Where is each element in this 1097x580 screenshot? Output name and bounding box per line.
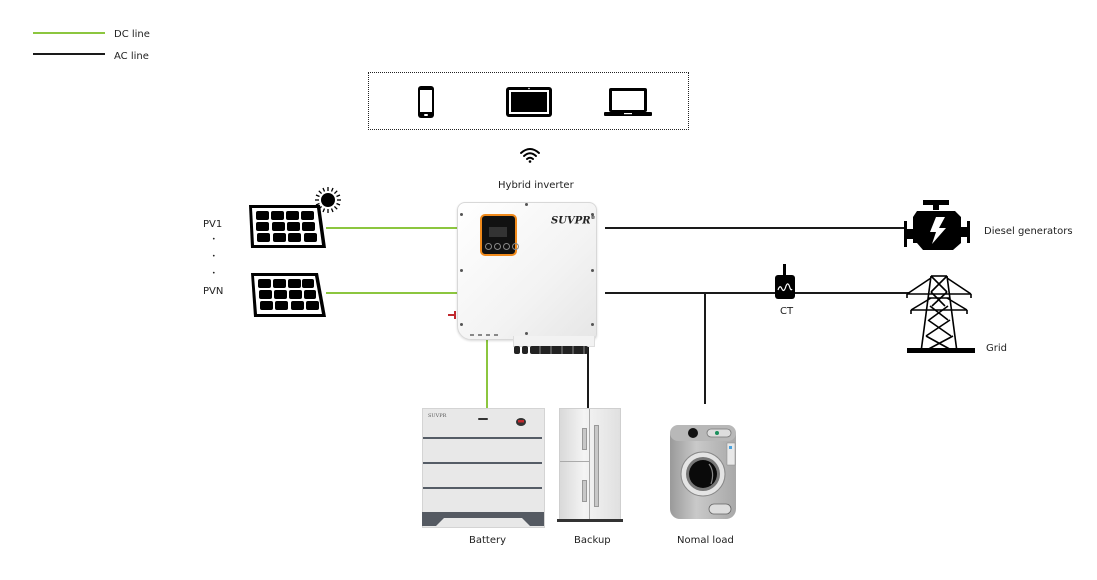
grid-tower-icon [906, 275, 975, 353]
battery-handle [478, 418, 488, 420]
battery-base [422, 512, 544, 526]
pv-ellipsis-dot: • [212, 236, 216, 243]
inverter-screw [591, 323, 594, 326]
battery-switch-icon[interactable] [515, 417, 527, 427]
legend-ac-label: AC line [114, 51, 149, 62]
grid-label: Grid [986, 343, 1007, 354]
wifi-icon [520, 148, 540, 163]
inverter-title: Hybrid inverter [498, 180, 574, 191]
battery-unit[interactable] [422, 408, 545, 528]
laptop-icon [604, 88, 652, 116]
fridge-door-split [589, 409, 590, 519]
inverter-terminals [514, 346, 590, 354]
backup-ac-line [587, 340, 589, 408]
fridge-base [557, 519, 623, 522]
load-ac-line [704, 292, 706, 404]
legend-dc-label: DC line [114, 29, 150, 40]
inverter-screw [591, 213, 594, 216]
battery-brand: SUVPR [428, 413, 447, 419]
ct-sensor-icon [775, 264, 795, 299]
fridge-handle [582, 480, 587, 502]
inverter-screw [460, 213, 463, 216]
pv1-dc-line [326, 227, 457, 229]
inverter-buttons[interactable] [485, 243, 519, 250]
inverter-screw [460, 323, 463, 326]
inverter-brand-logo: SUVPR® [551, 215, 596, 226]
legend-dc-swatch [33, 32, 105, 34]
pvn-label: PVN [203, 286, 224, 297]
inverter-screw [525, 332, 528, 335]
grid-ac-line [605, 292, 910, 294]
legend-ac-swatch [33, 53, 105, 55]
ct-label: CT [780, 306, 794, 317]
battery-module-divider [423, 462, 542, 464]
inverter-bottom-ports [470, 334, 498, 336]
pvn-dc-line [326, 292, 457, 294]
solar-panel-pvn-icon [251, 273, 326, 317]
pv-ellipsis-dot: • [212, 270, 216, 277]
diesel-generator-icon [904, 200, 970, 250]
battery-module-divider [423, 487, 542, 489]
monitoring-devices-box [368, 72, 689, 130]
backup-fridge[interactable] [559, 408, 621, 520]
fridge-door-split [560, 461, 589, 462]
inverter-screw [591, 269, 594, 272]
generator-ac-line [605, 227, 905, 229]
tablet-icon [506, 87, 552, 117]
battery-dc-line [486, 336, 488, 408]
diesel-generator-label: Diesel generators [984, 226, 1073, 237]
washing-machine-icon[interactable] [669, 424, 737, 520]
solar-panel-pv1-icon [249, 205, 326, 248]
inverter-screw [460, 269, 463, 272]
inverter-brand-text: SUVPR [551, 215, 591, 227]
pv1-label: PV1 [203, 219, 223, 230]
inverter-brand-mark: ® [590, 215, 596, 221]
fridge-handle [594, 425, 599, 507]
battery-module-divider [423, 437, 542, 439]
inverter-screw [525, 203, 528, 206]
backup-label: Backup [574, 535, 611, 546]
ground-terminal-icon [448, 311, 456, 319]
normal-load-label: Nomal load [677, 535, 734, 546]
battery-label: Battery [469, 535, 507, 546]
fridge-handle [582, 428, 587, 450]
pv-ellipsis-dot: • [212, 253, 216, 260]
phone-icon [418, 86, 434, 118]
sun-icon [315, 187, 341, 213]
inverter-screen [489, 227, 507, 237]
